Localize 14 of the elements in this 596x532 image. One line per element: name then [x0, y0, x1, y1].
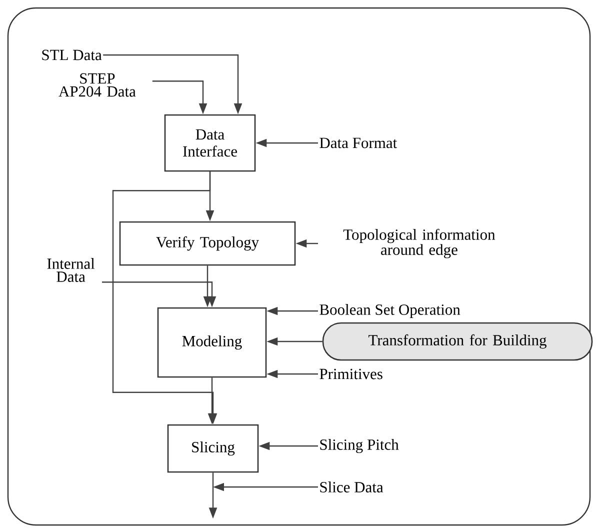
label-text: Data Format	[320, 138, 398, 148]
label-text: Topological information around edge	[343, 228, 496, 258]
label-text: Slice Data	[320, 482, 384, 492]
label-text: STL Data	[42, 50, 102, 60]
label-text: Slicing Pitch	[320, 438, 399, 454]
process-box: Verify Topology	[119, 221, 296, 266]
label-text: Internal Data	[47, 258, 95, 282]
process-box: Data Interface	[164, 114, 256, 172]
process-box: Slicing	[167, 424, 259, 473]
process-box: Modeling	[157, 307, 267, 378]
label-text: Boolean Set Operation	[320, 304, 460, 318]
rounded-box: Transformation for Building	[322, 322, 593, 361]
label-text: Primitives	[320, 368, 382, 380]
label-text: STEP AP204 Data	[58, 73, 136, 97]
